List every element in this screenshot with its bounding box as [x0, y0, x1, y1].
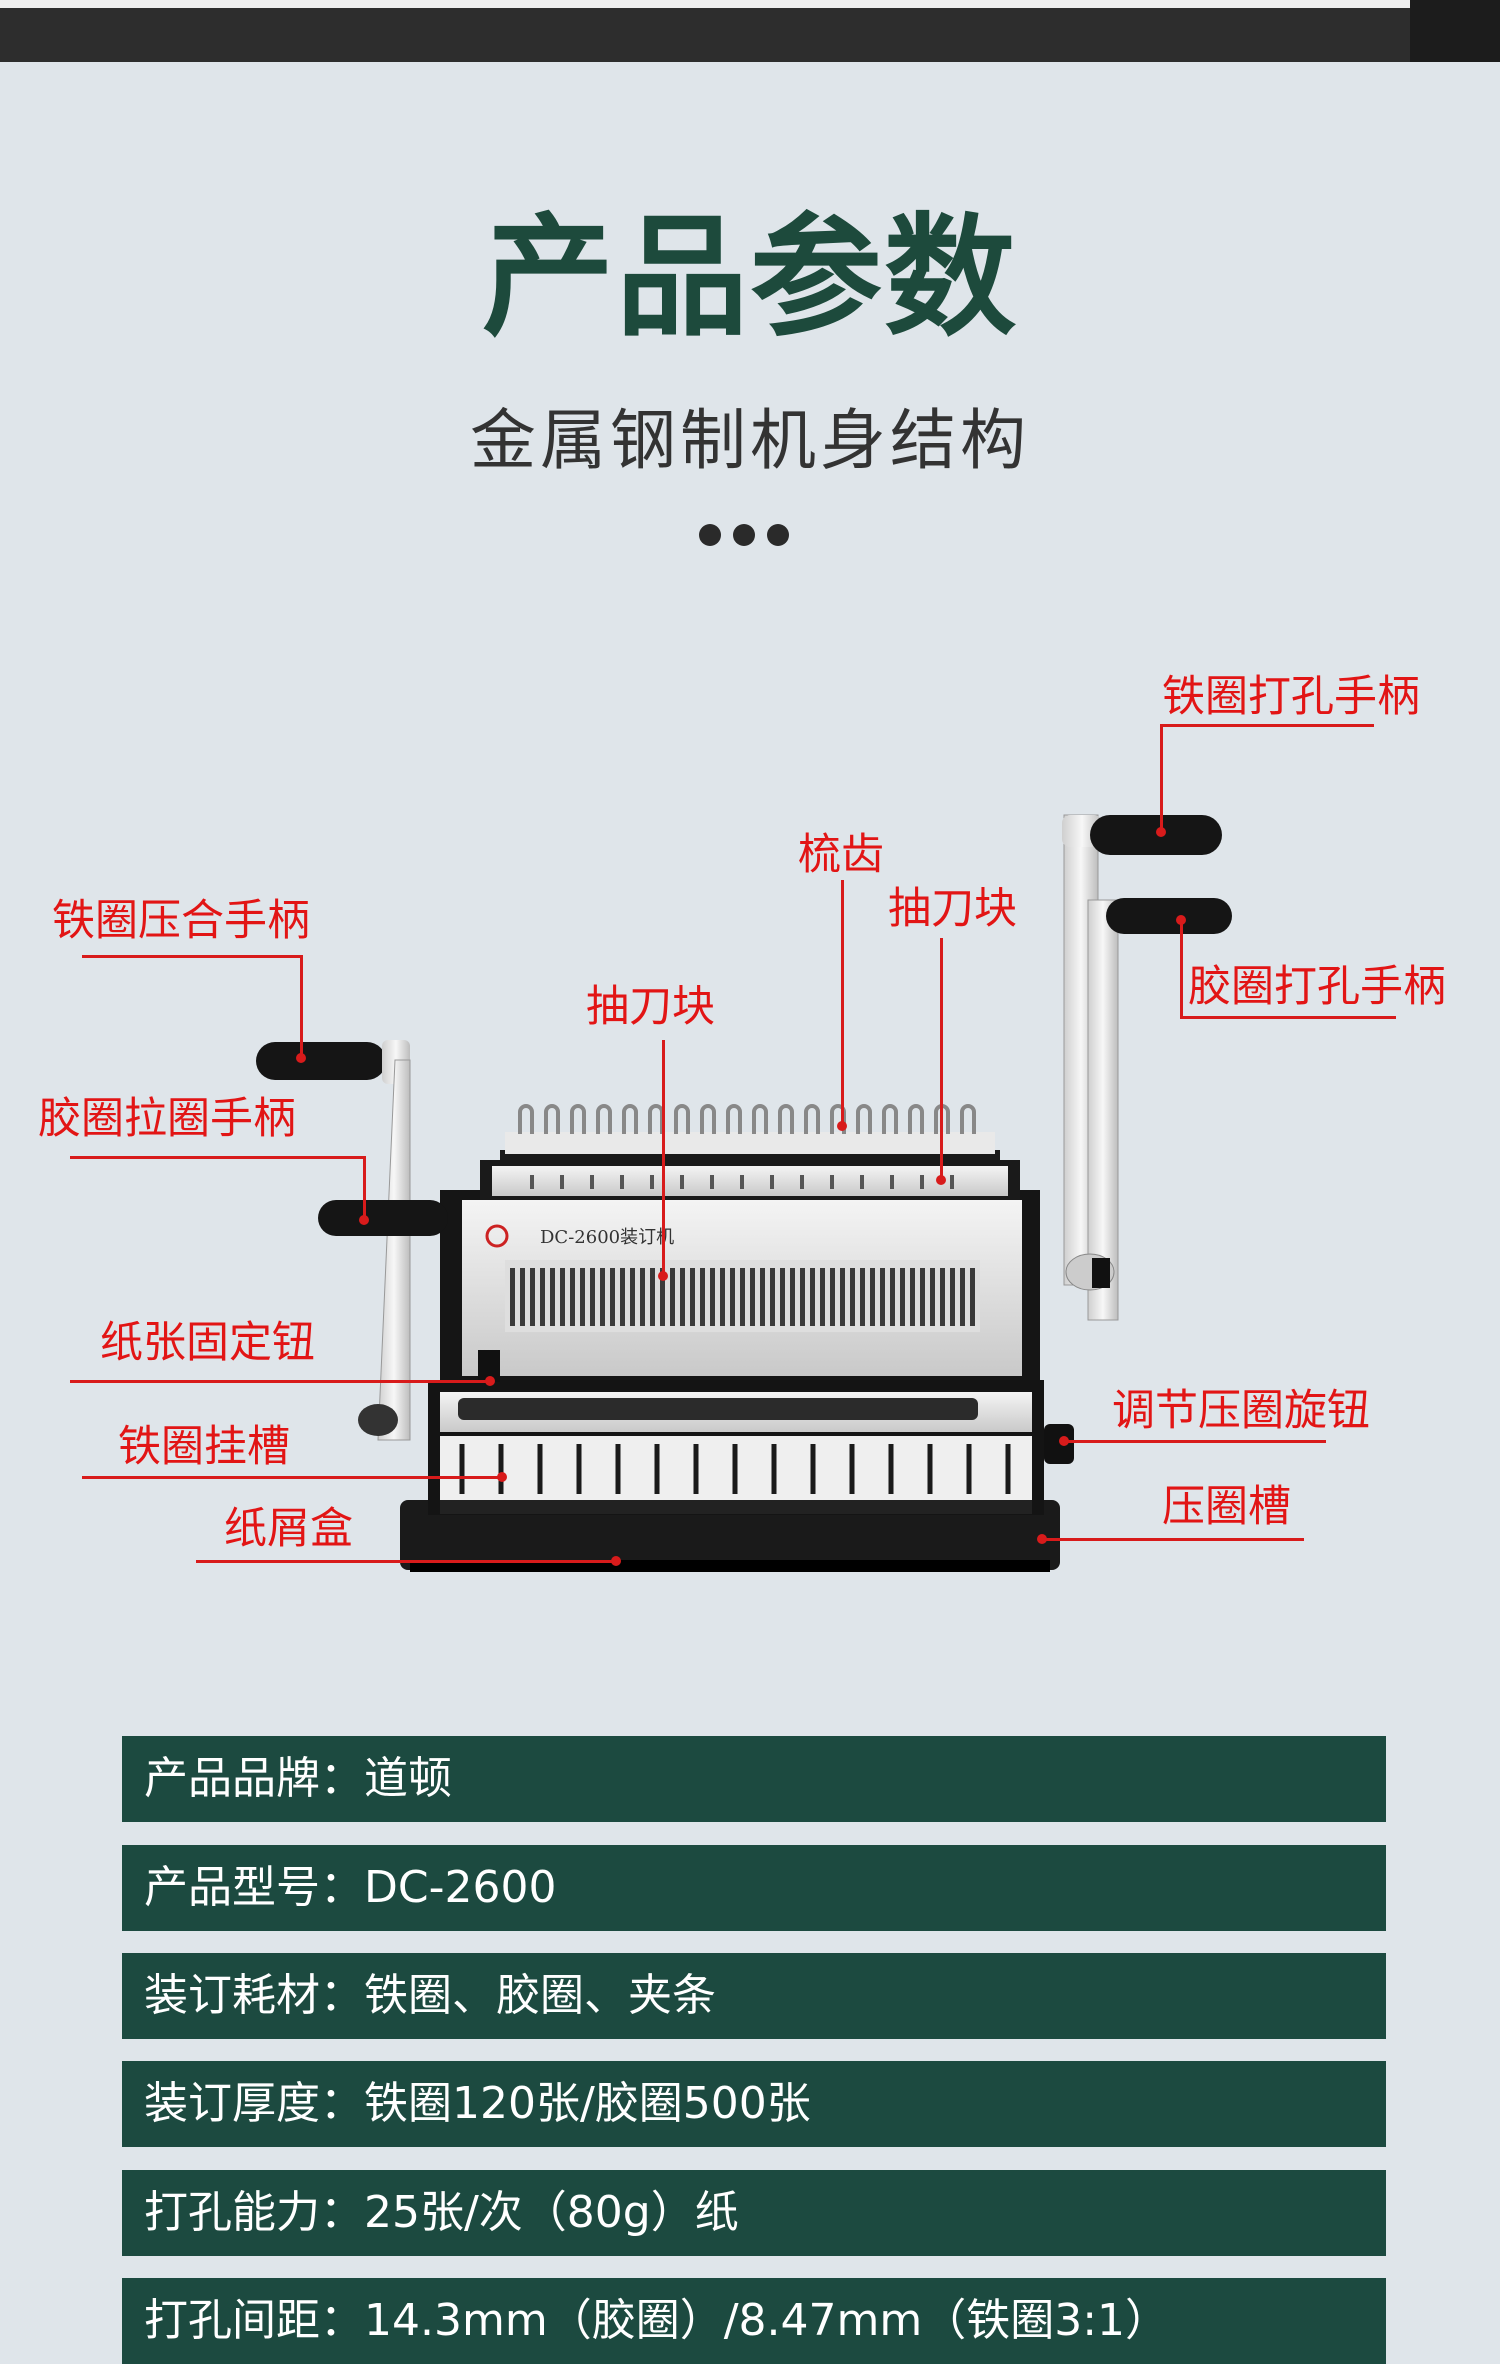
page-subtitle: 金属钢制机身结构 — [470, 402, 1030, 479]
spec-label: 打孔能力： — [144, 2187, 364, 2238]
spec-label: 产品型号： — [144, 1862, 364, 1913]
spec-value: 铁圈、胶圈、夹条 — [364, 1970, 716, 2021]
paper-guide-knob — [478, 1350, 500, 1382]
callout-drawer-block-center: 抽刀块 — [586, 982, 715, 1032]
top-bar — [0, 0, 1500, 62]
punch-slots — [510, 1268, 975, 1326]
callout-comb-teeth: 梳齿 — [798, 830, 884, 880]
spec-row-hole-pitch: 打孔间距：14.3mm（胶圈）/8.47mm（铁圈3:1） — [122, 2278, 1386, 2364]
spec-value: 25张/次（80g）纸 — [364, 2187, 739, 2238]
spec-row-punch-capacity: 打孔能力：25张/次（80g）纸 — [122, 2170, 1386, 2256]
spec-value: 道顿 — [364, 1753, 452, 1804]
page-title: 产品参数 — [482, 201, 1018, 355]
callout-adjust-close-knob: 调节压圈旋钮 — [1112, 1386, 1370, 1436]
wire-close-handle-grip — [256, 1042, 386, 1080]
top-bar-highlight — [0, 0, 1500, 8]
spec-value: DC-2600 — [364, 1862, 557, 1913]
spec-value: 铁圈120张/胶圈500张 — [364, 2078, 811, 2129]
spec-label: 打孔间距： — [144, 2295, 364, 2346]
callout-closing-slot: 压圈槽 — [1162, 1482, 1291, 1532]
spec-label: 产品品牌： — [144, 1753, 364, 1804]
comb-teeth — [518, 1104, 976, 1134]
callout-wire-punch-handle: 铁圈打孔手柄 — [1162, 672, 1420, 722]
callout-comb-punch-handle: 胶圈打孔手柄 — [1188, 962, 1446, 1012]
spec-row-thickness: 装订厚度：铁圈120张/胶圈500张 — [122, 2061, 1386, 2147]
callout-comb-open-handle: 胶圈拉圈手柄 — [38, 1094, 296, 1144]
machine-base — [400, 1500, 1060, 1570]
callout-paper-guide-knob: 纸张固定钮 — [100, 1318, 315, 1368]
wire-punch-handle-grip — [1090, 815, 1222, 855]
spec-row-brand: 产品品牌：道顿 — [122, 1736, 1386, 1822]
spec-label: 装订耗材： — [144, 1970, 364, 2021]
callout-wire-hanger-slot: 铁圈挂槽 — [118, 1422, 290, 1472]
callout-wire-close-handle: 铁圈压合手柄 — [52, 896, 310, 946]
callout-waste-tray: 纸屑盒 — [224, 1504, 353, 1554]
adjust-close-knob — [1044, 1424, 1074, 1464]
section-dots — [699, 524, 801, 550]
spec-row-consumables: 装订耗材：铁圈、胶圈、夹条 — [122, 1953, 1386, 2039]
binding-machine-image: DC-2600装订机 — [70, 724, 1396, 1572]
spec-label: 装订厚度： — [144, 2078, 364, 2129]
comb-open-handle-grip — [318, 1200, 448, 1236]
spec-value: 14.3mm（胶圈）/8.47mm（铁圈3:1） — [364, 2295, 1170, 2346]
wire-hanger-teeth — [459, 1444, 1011, 1494]
callout-drawer-block-right: 抽刀块 — [888, 884, 1017, 934]
top-bar-edge — [1410, 0, 1500, 62]
callout-lines — [70, 724, 1396, 1566]
brand-plate: DC-2600装订机 — [540, 1227, 674, 1248]
comb-punch-handle-grip — [1106, 898, 1232, 934]
spec-row-model: 产品型号：DC-2600 — [122, 1845, 1386, 1931]
